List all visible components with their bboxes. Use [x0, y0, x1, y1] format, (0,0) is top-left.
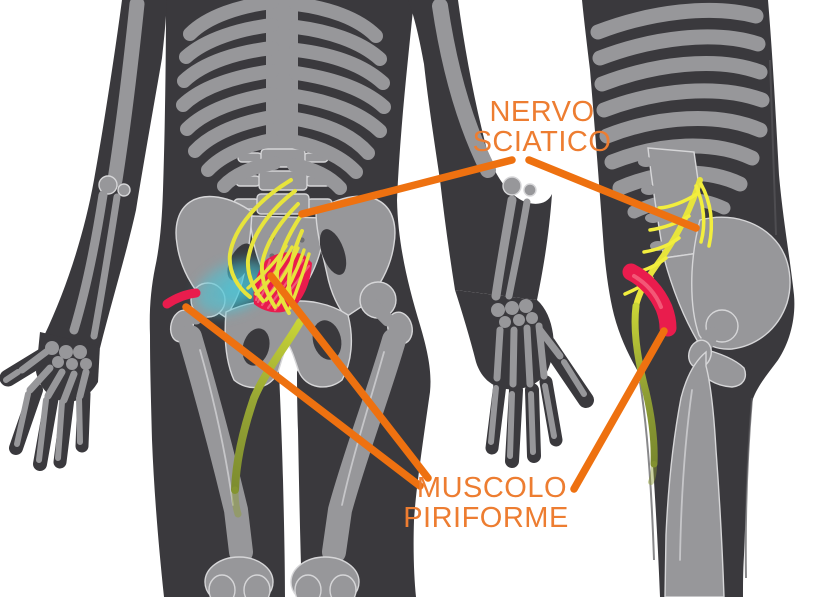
side-piriformis-muscle	[622, 263, 677, 337]
side-figure	[582, 0, 795, 597]
leader-piriformis-pelvis	[267, 272, 432, 482]
leader-piriformis-hip	[182, 303, 424, 490]
leader-piriformis-side	[570, 327, 668, 493]
leader-sciatic-front	[298, 156, 516, 218]
label-nervo-sciatico-line1: NERVO	[489, 96, 594, 128]
front-piriformis-trochanter-strip	[162, 288, 201, 309]
label-nervo-sciatico-line2: SCIATICO	[473, 126, 612, 158]
front-arm-bones	[69, 0, 537, 340]
side-femur	[664, 327, 725, 597]
side-body-contours	[639, 59, 777, 579]
front-hand-bones	[3, 299, 587, 463]
label-nervo-sciatico: NERVO SCIATICO	[473, 96, 612, 158]
front-femurs	[178, 296, 406, 597]
front-skeleton	[3, 0, 587, 597]
front-ribcage	[176, 0, 391, 195]
label-muscolo-piriforme-line1: MUSCOLO	[417, 472, 567, 504]
label-muscolo-piriforme: MUSCOLO PIRIFORME	[403, 472, 569, 534]
side-nerve-trunk	[631, 302, 658, 468]
annotations: NERVO SCIATICO MUSCOLO PIRIFORME	[182, 96, 700, 534]
label-muscolo-piriforme-line2: PIRIFORME	[403, 502, 569, 534]
front-left-arm-silhouette	[44, 0, 167, 348]
leader-sciatic-side	[525, 156, 700, 232]
front-sciatic-nerve	[227, 178, 311, 518]
front-figure	[0, 0, 594, 597]
front-nerve-trunk	[231, 318, 304, 494]
